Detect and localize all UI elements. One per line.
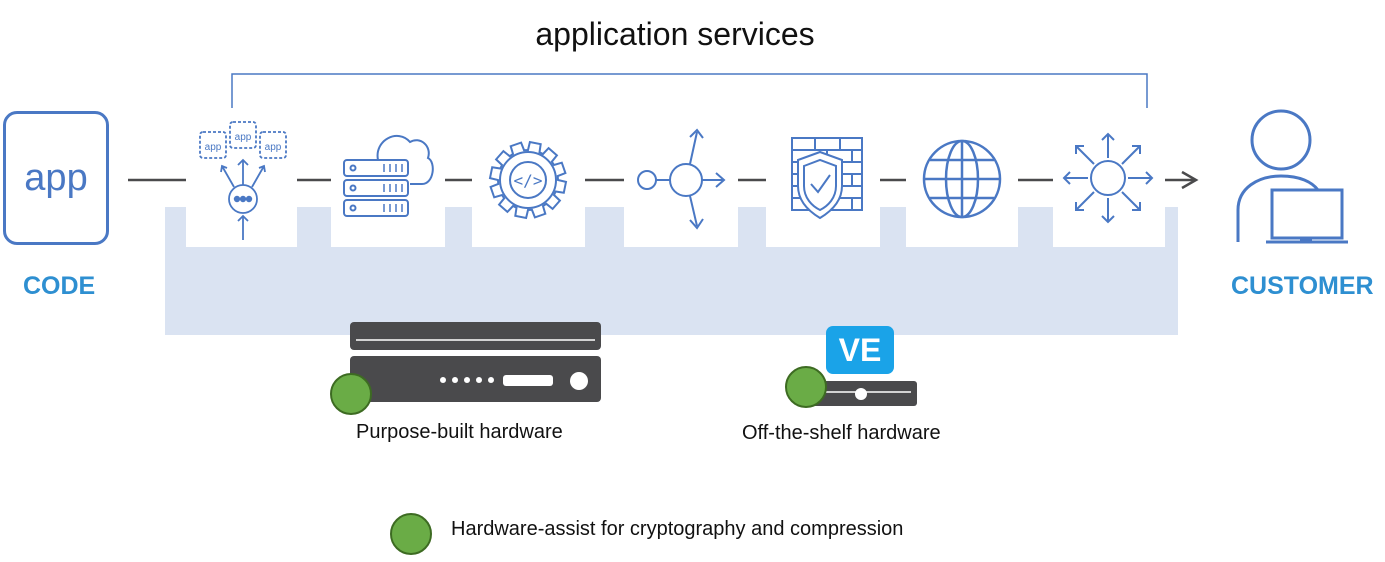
- code-label: CODE: [23, 272, 96, 300]
- microservice-app-label: app: [265, 142, 282, 153]
- hardware-assist-dot: [330, 373, 372, 415]
- hardware-assist-dot: [785, 366, 827, 408]
- code-app-label: app: [24, 156, 88, 199]
- band-gap: [585, 207, 624, 247]
- microservice-app-label: app: [235, 132, 252, 143]
- off-the-shelf-label: Off-the-shelf hardware: [742, 422, 941, 444]
- firewall-shield-icon: [791, 137, 863, 220]
- band-gap: [445, 207, 472, 247]
- purpose-built-label: Purpose-built hardware: [356, 421, 563, 443]
- legend-assist-label: Hardware-assist for cryptography and com…: [451, 518, 904, 540]
- flow-connectors: [128, 170, 1199, 190]
- diagram-title: application services: [535, 16, 815, 52]
- purpose-built-hardware-icon: [350, 322, 601, 402]
- globe-icon: [922, 139, 1002, 219]
- off-the-shelf-hardware-icon: [806, 381, 917, 406]
- services-bracket: [231, 73, 1148, 108]
- band-gap: [165, 207, 186, 247]
- platform-band: [165, 247, 1178, 335]
- band-gap: [1018, 207, 1053, 247]
- traffic-routing-icon: [637, 128, 726, 230]
- svg-text:</>: </>: [514, 171, 543, 190]
- load-balancer-icon: [1062, 132, 1154, 224]
- microservices-icon: [199, 121, 287, 240]
- band-gap: [1165, 207, 1178, 247]
- band-gap: [297, 207, 331, 247]
- band-gap: [738, 207, 766, 247]
- server-cloud-icon: [343, 135, 434, 217]
- code-app-box: app: [3, 111, 109, 245]
- band-gap: [880, 207, 906, 247]
- ve-badge: VE: [826, 326, 894, 374]
- customer-label: CUSTOMER: [1231, 272, 1374, 300]
- microservice-app-label: app: [205, 142, 222, 153]
- customer-laptop-icon: [1236, 109, 1348, 244]
- legend-assist-dot: [390, 513, 432, 555]
- gear-code-icon: </>: [488, 140, 568, 220]
